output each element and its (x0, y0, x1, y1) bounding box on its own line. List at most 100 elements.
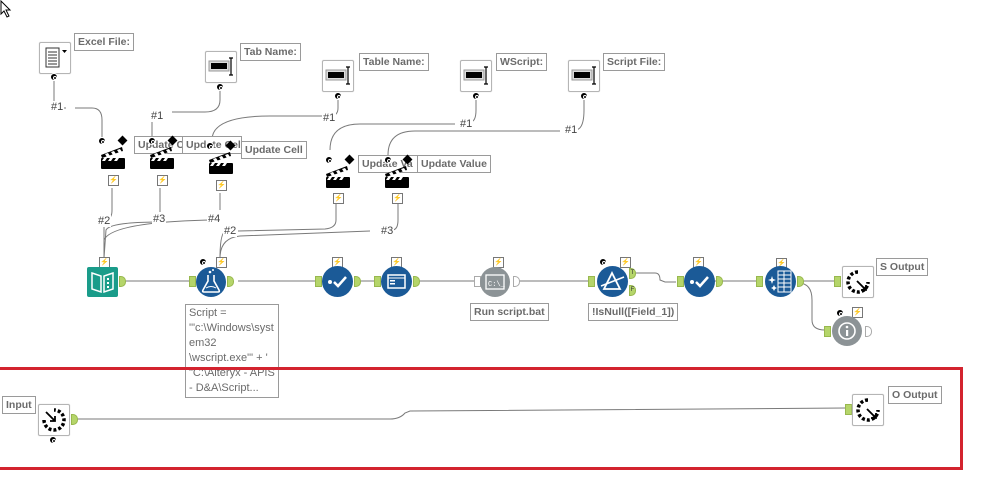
question-anchor-icon[interactable] (334, 92, 342, 100)
bolt-anchor-icon[interactable]: ⚡ (333, 193, 344, 204)
tab-name-tool[interactable] (205, 51, 237, 83)
text-box-icon (325, 66, 350, 85)
connection-label: #1 (50, 101, 65, 113)
filter-tool[interactable] (597, 266, 628, 297)
connection-label: #2 (223, 225, 238, 237)
connection-wscript-action4 (329, 93, 477, 151)
action-label: Update Cell (241, 141, 307, 159)
action-tool-3[interactable] (208, 148, 234, 174)
action-tool-1[interactable] (100, 143, 126, 169)
output-anchor[interactable] (119, 276, 126, 287)
question-anchor-icon[interactable] (384, 156, 392, 164)
connection-label: #3 (152, 213, 167, 225)
connection-tabname-action3 (211, 93, 339, 141)
message-tool[interactable] (832, 316, 862, 346)
message-info-icon (838, 322, 856, 340)
formula-tool[interactable] (196, 267, 226, 297)
output-anchor[interactable] (227, 276, 234, 287)
macro-output-tool[interactable] (842, 266, 874, 298)
input-anchor[interactable] (189, 276, 196, 287)
input-anchor[interactable] (834, 276, 841, 287)
run-command-annotation: Run script.bat (470, 303, 549, 321)
connection-filter-select2 (632, 272, 676, 283)
highlight-box (0, 367, 963, 470)
question-anchor-icon[interactable] (580, 92, 588, 100)
connection-label: #1 (150, 110, 165, 122)
bolt-anchor-icon[interactable]: ⚡ (392, 193, 403, 204)
bolt-anchor-icon[interactable]: ⚡ (620, 257, 631, 268)
input-anchor[interactable] (756, 276, 763, 287)
connection-label: #1 (459, 118, 474, 130)
connection-cleanse-message (797, 282, 826, 331)
bolt-anchor-icon[interactable]: ⚡ (157, 175, 168, 186)
text-box-icon (571, 66, 596, 85)
output-anchor[interactable] (354, 276, 361, 287)
question-anchor-icon[interactable] (98, 137, 106, 145)
connection-input-output (76, 407, 847, 420)
bolt-anchor-icon[interactable]: ⚡ (852, 307, 863, 318)
select-tool[interactable] (322, 266, 353, 297)
output-anchor[interactable] (71, 414, 78, 425)
input-anchor[interactable] (677, 276, 684, 287)
table-name-label: Table Name: (359, 53, 429, 71)
question-anchor-icon[interactable] (148, 137, 156, 145)
run-command-tool[interactable]: C:\_ (480, 267, 510, 297)
output-anchor[interactable] (797, 276, 804, 287)
output-anchor[interactable] (413, 276, 420, 287)
question-anchor-icon[interactable] (50, 73, 58, 81)
question-anchor-icon[interactable] (599, 258, 607, 266)
macro-output-icon (856, 398, 880, 422)
data-cleansing-tool[interactable] (765, 266, 796, 297)
text-box-icon (208, 57, 233, 76)
macro-input-icon (42, 408, 66, 432)
mouse-cursor-icon (0, 0, 12, 18)
macro-output-tool-2[interactable] (852, 394, 884, 426)
action-tool-5[interactable] (384, 162, 410, 188)
run-command-icon: C:\_ (485, 274, 506, 290)
data-cleansing-icon (768, 270, 792, 293)
select-check-icon (690, 276, 709, 288)
true-anchor[interactable]: T (629, 268, 636, 279)
macro-output-icon (846, 270, 870, 294)
question-anchor-icon[interactable] (216, 83, 224, 91)
formula-annotation: Script = '"c:\Windows\syst em32 \wscript… (185, 304, 279, 398)
table-name-tool[interactable] (322, 60, 354, 92)
question-anchor-icon[interactable] (49, 436, 57, 444)
question-anchor-icon[interactable] (325, 156, 333, 164)
o-output-label: O Output (888, 386, 942, 404)
input-anchor[interactable] (588, 276, 595, 287)
input-data-tool[interactable] (87, 267, 118, 297)
input-label: Input (2, 396, 36, 414)
svg-text:C:\_: C:\_ (488, 281, 506, 289)
select-tool-2[interactable] (684, 266, 715, 297)
bolt-anchor-icon[interactable]: ⚡ (108, 175, 119, 186)
question-anchor-icon[interactable] (206, 142, 214, 150)
question-anchor-icon[interactable] (199, 258, 207, 266)
script-file-tool[interactable] (568, 60, 600, 92)
formula-flask-icon (201, 269, 221, 293)
bolt-anchor-icon[interactable]: ⚡ (216, 257, 227, 268)
bolt-anchor-icon[interactable]: ⚡ (216, 180, 227, 191)
input-anchor[interactable] (845, 404, 852, 415)
question-anchor-icon[interactable] (472, 92, 480, 100)
wscript-tool[interactable] (460, 60, 492, 92)
action-clapper-icon (326, 166, 350, 188)
input-anchor[interactable] (824, 326, 831, 337)
input-anchor[interactable] (374, 276, 381, 287)
action-clapper-icon (150, 147, 174, 169)
action-tool-2[interactable] (149, 143, 175, 169)
output-anchor[interactable] (865, 326, 872, 337)
false-anchor[interactable]: F (629, 285, 636, 296)
file-browse-tool[interactable] (39, 42, 71, 74)
action-tool-4[interactable] (325, 162, 351, 188)
browse-tool[interactable] (381, 266, 412, 297)
output-anchor[interactable] (513, 276, 520, 287)
input-anchor[interactable] (315, 276, 322, 287)
excel-file-label: Excel File: (74, 33, 134, 51)
macro-input-tool[interactable] (38, 404, 70, 436)
output-anchor[interactable] (716, 276, 723, 287)
action-clapper-icon (101, 147, 125, 169)
connection-action4-formula (219, 203, 337, 259)
